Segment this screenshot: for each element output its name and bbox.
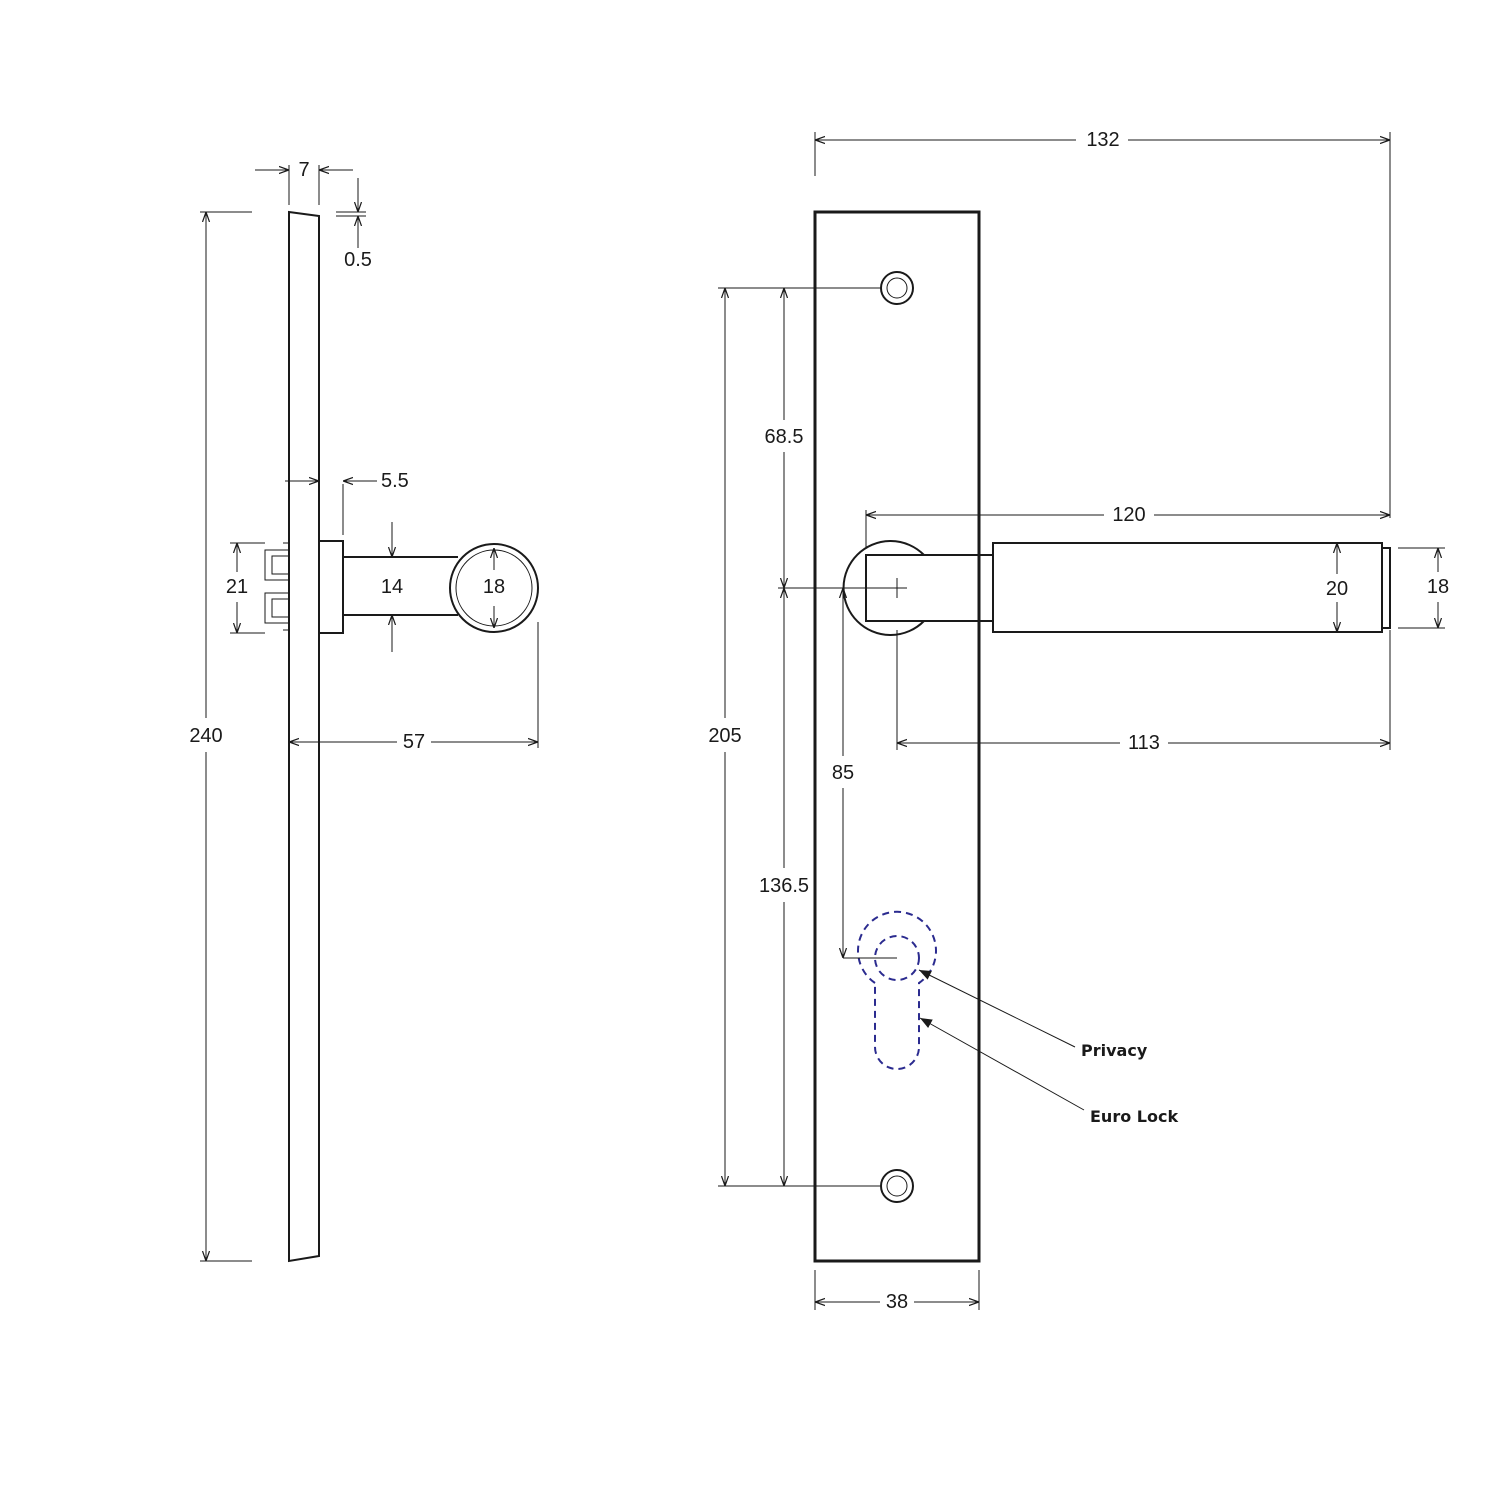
dim-side-projection: 57 [289,622,539,753]
dim-front-spindle-to-bottom: 136.5 [759,588,809,1186]
dim-front-lever-from-center: 113 [896,630,1391,754]
dim-front-hole-centres-label: 205 [708,725,741,747]
side-rose-block [318,540,344,634]
dim-front-top-to-spindle-label: 68.5 [765,426,804,448]
dim-front-lever-length-label: 120 [1112,504,1145,526]
side-lever-end-outer [449,543,539,633]
dim-side-lever-neck: 14 [381,522,403,652]
side-spindle-clips [264,542,290,631]
front-lever-grip [992,542,1383,633]
dim-side-plate-height: 240 [189,211,252,1262]
dim-front-end-cap-label: 18 [1427,576,1449,598]
dim-side-projection-label: 57 [403,731,425,753]
dim-front-hole-centres: 205 [708,288,742,1186]
dim-front-plate-width: 38 [814,1270,980,1313]
side-view: 7 0.5 5.5 240 [189,159,539,1263]
dim-side-bevel-label: 0.5 [344,249,372,271]
callout-privacy-label: Privacy [1081,1041,1148,1060]
callout-euro-lock-label: Euro Lock [1090,1107,1178,1126]
dim-front-end-cap: 18 [1398,547,1449,629]
dim-side-plate-height-label: 240 [189,725,222,747]
dim-front-spindle-to-cylinder: 85 [832,588,854,958]
dim-front-spindle-to-cylinder-label: 85 [832,762,854,784]
euro-lock-cutout [857,910,937,1070]
dim-front-overall-width: 132 [814,129,1391,518]
dim-side-thickness-label: 7 [298,159,309,181]
dim-front-overall-width-label: 132 [1086,129,1119,151]
callout-euro-lock: Euro Lock [919,1017,1178,1126]
dim-side-rose-projection: 5.5 [285,470,409,535]
dim-side-rose-projection-label: 5.5 [381,470,409,492]
dim-front-lever-from-center-label: 113 [1128,732,1160,754]
dim-side-spindle-block: 21 [226,542,265,634]
bottom-screw-hole [880,1169,914,1203]
front-backplate [813,210,981,1263]
privacy-outline [874,935,920,981]
front-view: 132 120 20 18 113 [708,129,1449,1313]
callout-privacy: Privacy [918,969,1148,1060]
front-lever [842,540,1391,636]
dim-side-bevel: 0.5 [336,178,372,271]
dim-front-top-to-spindle: 68.5 [765,288,804,588]
dim-side-lever-end-label: 18 [483,576,505,598]
dim-front-spindle-to-bottom-label: 136.5 [759,875,809,897]
dim-front-plate-width-label: 38 [886,1291,908,1313]
dim-front-grip: 20 [1326,543,1348,632]
front-lever-end-cap [1381,547,1391,629]
dim-side-thickness: 7 [255,159,353,205]
dim-front-grip-label: 20 [1326,578,1348,600]
euro-lock-outline [857,910,937,1070]
dim-side-lever-neck-label: 14 [381,576,403,598]
dim-side-lever-end: 18 [483,548,505,628]
side-backplate [288,210,320,1263]
dim-side-spindle-block-label: 21 [226,576,248,598]
dim-front-lever-length: 120 [865,504,1390,548]
top-screw-hole [880,271,914,305]
